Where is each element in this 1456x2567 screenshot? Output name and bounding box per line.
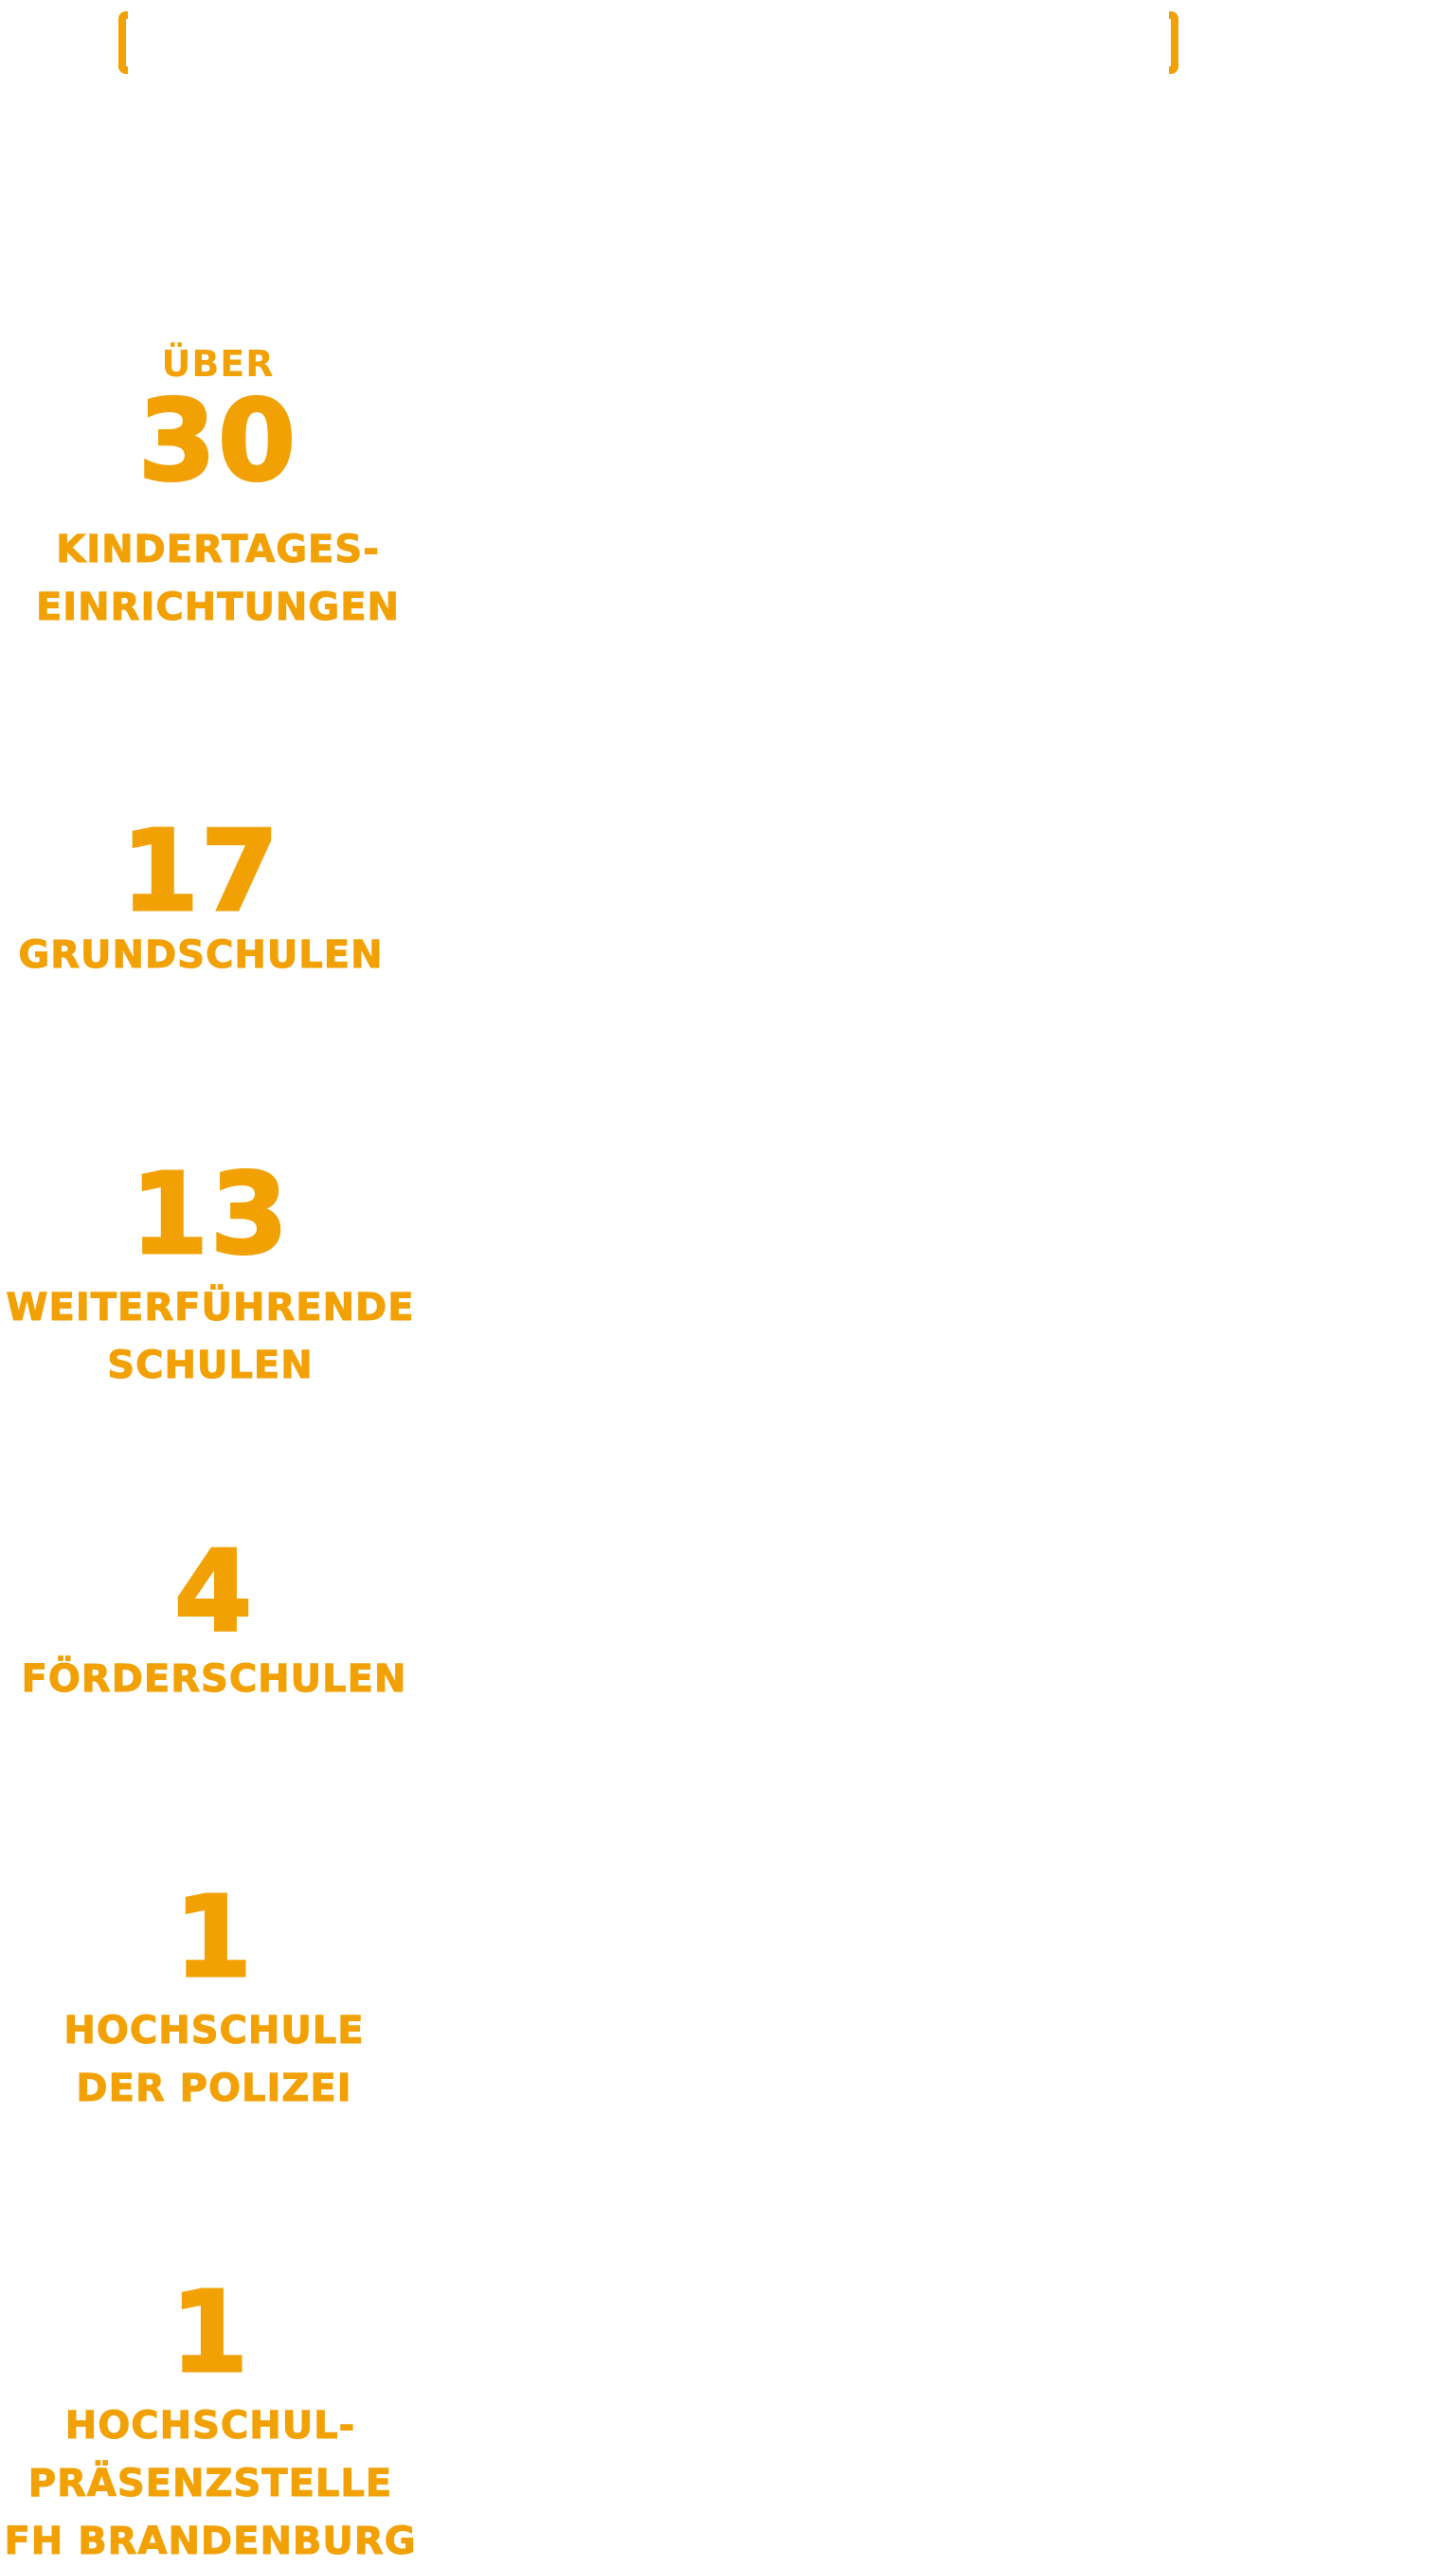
left-bracket-icon — [118, 11, 128, 74]
stat-label: HOCHSCHUL- PRÄSENZSTELLE FH BRANDENBURG — [4, 2404, 417, 2564]
stat-number: 1 — [172, 1871, 255, 2002]
stat-hochschul-praesenzstelle: 1 HOCHSCHUL- PRÄSENZSTELLE FH BRANDENBUR… — [0, 2267, 428, 2567]
stat-number: 30 — [136, 375, 298, 506]
stat-kindertageseinrichtungen: ÜBER 30 KINDERTAGES- EINRICHTUNGEN — [0, 343, 436, 637]
stat-foerderschulen: 4 FÖRDERSCHULEN — [0, 1526, 432, 1708]
stat-hochschule-der-polizei: 1 HOCHSCHULE DER POLIZEI — [0, 1871, 432, 2118]
stat-label: WEITERFÜHRENDE SCHULEN — [6, 1286, 415, 1388]
stat-grundschulen: 17 GRUNDSCHULEN — [0, 805, 419, 985]
stat-label: GRUNDSCHULEN — [18, 933, 384, 978]
right-bracket-icon — [1169, 11, 1178, 74]
stat-number: 1 — [169, 2267, 251, 2397]
stat-prefix: ÜBER — [161, 343, 275, 385]
stat-number: 17 — [119, 805, 281, 936]
stat-label: KINDERTAGES- EINRICHTUNGEN — [35, 528, 401, 630]
stat-label: FÖRDERSCHULEN — [21, 1657, 407, 1702]
stat-label: HOCHSCHULE DER POLIZEI — [63, 2009, 365, 2111]
stat-number: 4 — [172, 1526, 255, 1656]
stat-weiterfuehrende-schulen: 13 WEITERFÜHRENDE SCHULEN — [0, 1148, 428, 1395]
stat-number: 13 — [129, 1148, 291, 1279]
